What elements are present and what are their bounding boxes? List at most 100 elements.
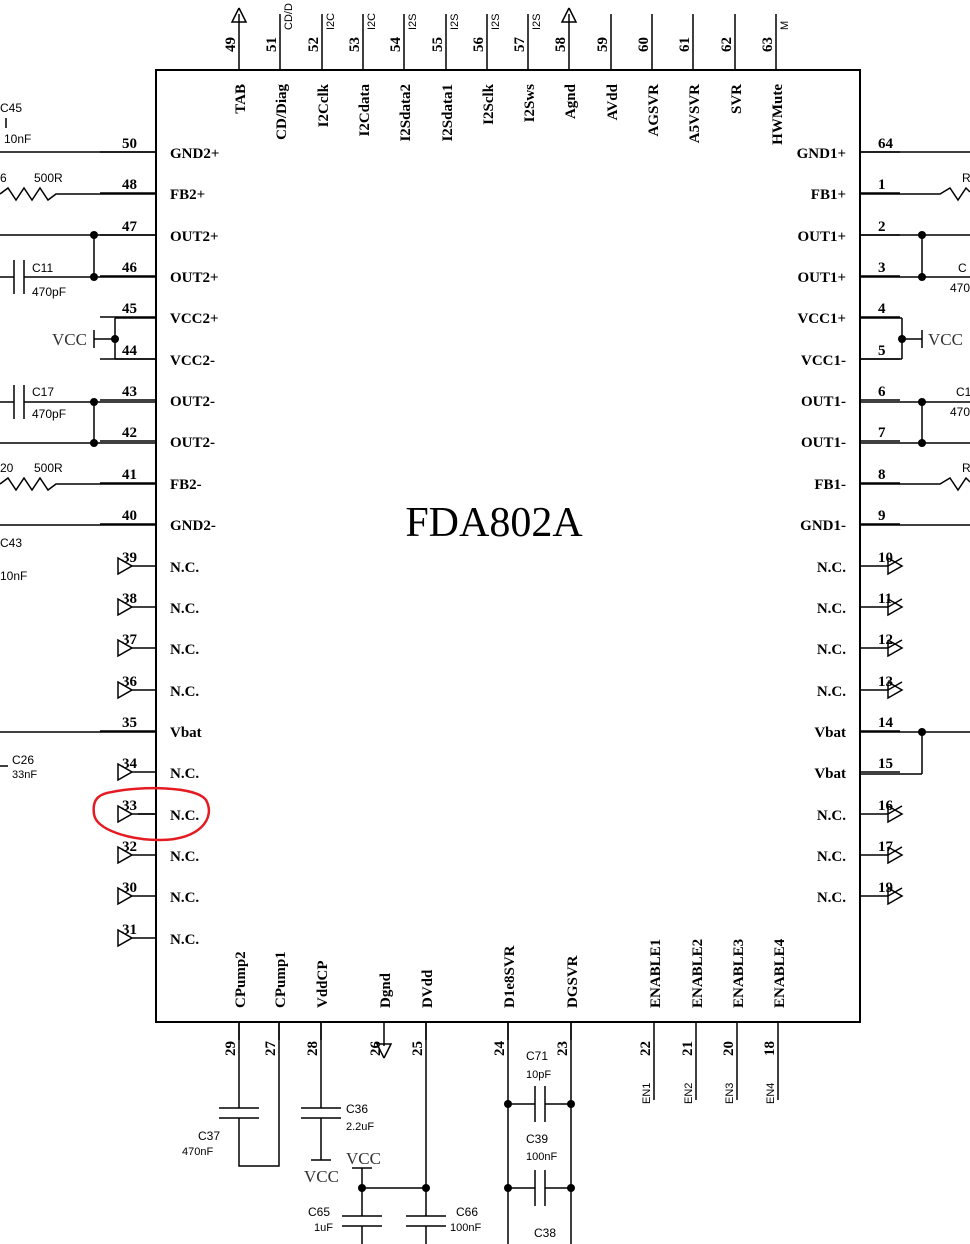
nc-arrow-icon <box>887 846 904 865</box>
pin-label: I2Sdata2 <box>398 84 414 142</box>
c43-ref: C43 <box>0 536 22 550</box>
pin-number: 22 <box>638 1041 654 1056</box>
pin-11: 11N.C. <box>817 591 904 617</box>
chip-body <box>155 69 861 1023</box>
pin-label: D1e8SVR <box>502 945 518 1008</box>
pin-number: 24 <box>492 1041 508 1057</box>
pin-16: 16N.C. <box>817 798 904 824</box>
vcc-label: VCC <box>52 330 87 349</box>
nc-arrow-icon <box>887 557 904 576</box>
junction-dot <box>504 1100 512 1108</box>
pin-number: 18 <box>762 1041 778 1056</box>
pin-label: N.C. <box>170 601 199 617</box>
pin-38: 38N.C. <box>117 591 199 617</box>
junction-dot <box>918 728 926 736</box>
r-left-bot-ref: 20 <box>0 461 14 475</box>
pin-label: OUT2- <box>170 435 215 451</box>
pin-label: I2Sclk <box>481 83 497 125</box>
pin-label: OUT2+ <box>170 270 219 286</box>
pin-label: I2Cdata <box>357 84 373 137</box>
c-right2-ref: C1 <box>956 385 970 399</box>
pin-number: 19 <box>878 880 893 896</box>
junction-dot <box>918 231 926 239</box>
pin-label: ENABLE2 <box>690 939 706 1008</box>
pin-label: GND1- <box>800 518 846 534</box>
c65-ref: C65 <box>308 1205 330 1219</box>
pin-19: 19N.C. <box>817 880 904 906</box>
pin-28: 28 VddCP <box>305 960 331 1056</box>
c43-value: 10nF <box>0 569 27 583</box>
r-right2-ref: R <box>962 461 970 475</box>
pin-number: 50 <box>122 136 137 152</box>
junction-dot <box>90 439 98 447</box>
pin-label: N.C. <box>170 849 199 865</box>
pin-number: 58 <box>553 37 569 52</box>
pin-number: 62 <box>719 37 735 52</box>
resistor-top-left <box>0 186 156 202</box>
pin-label: GND1+ <box>797 146 846 162</box>
pin-number: 3 <box>878 260 886 276</box>
pin-label: VCC2+ <box>170 311 219 327</box>
vcc-label: VCC <box>304 1167 339 1186</box>
pin-label: VddCP <box>315 960 331 1008</box>
nc-arrow-icon <box>117 597 133 617</box>
pin-number: 30 <box>122 880 137 896</box>
pin-number: 10 <box>878 550 893 566</box>
c26-value: 33nF <box>12 769 37 781</box>
c17-value: 470pF <box>32 407 66 421</box>
junction-dot <box>90 398 98 406</box>
pin-number: 7 <box>878 425 886 441</box>
junction-dot <box>567 1184 575 1192</box>
pin-label: HWMute <box>770 84 786 145</box>
pin-number: 53 <box>347 37 363 52</box>
pin-number: 52 <box>306 37 322 52</box>
pin-number: 42 <box>122 425 137 441</box>
pin-label: N.C. <box>817 684 846 700</box>
pin-label: Vbat <box>170 725 202 741</box>
pin-label: I2Cclk <box>316 83 332 127</box>
pin-number: 14 <box>878 715 894 731</box>
pin-number: 48 <box>122 177 137 193</box>
junction-dot <box>504 1184 512 1192</box>
pin-number: 35 <box>122 715 137 731</box>
nc-arrow-icon <box>117 556 133 576</box>
c66-value: 100nF <box>450 1222 481 1234</box>
ground-arrow-icon <box>560 7 578 23</box>
c26-ref: C26 <box>12 753 34 767</box>
pin-label: ENABLE1 <box>648 939 664 1008</box>
net-label: EN3 <box>724 1083 736 1104</box>
wire <box>238 1022 280 1167</box>
pin-label: FB1+ <box>811 187 846 203</box>
pin-label: N.C. <box>817 849 846 865</box>
pin-label: OUT2- <box>170 394 215 410</box>
pin-number: 28 <box>305 1041 321 1056</box>
pin-label: Vbat <box>814 725 846 741</box>
net-label: EN2 <box>683 1083 695 1104</box>
pin-label: DGSVR <box>565 955 581 1008</box>
pin-label: N.C. <box>170 642 199 658</box>
pin-label: CPump1 <box>273 951 289 1008</box>
vcc-label: VCC <box>346 1149 381 1168</box>
nc-arrow-icon <box>117 845 133 865</box>
